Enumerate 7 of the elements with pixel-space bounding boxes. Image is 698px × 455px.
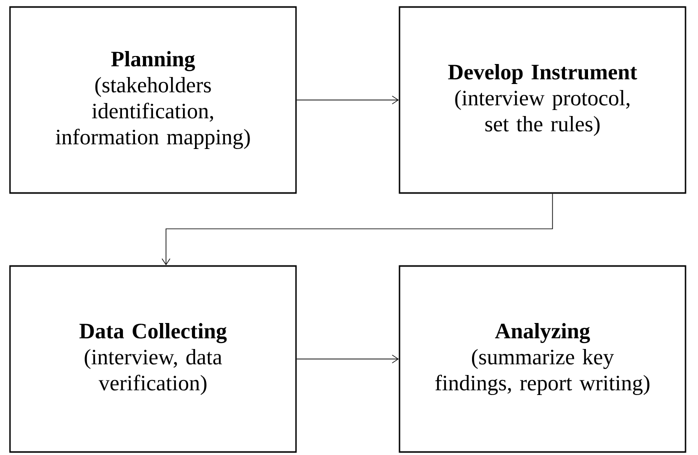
arrow: [296, 96, 399, 104]
arrow: [162, 193, 553, 266]
process-box: Analyzing (summarize key findings, report writing): [398, 265, 686, 453]
process-box: Planning (stakeholders identification, information mapping): [9, 6, 297, 194]
process-box: Develop Instrument (interview protocol, set the rules): [398, 6, 686, 194]
process-box: Data Collecting (interview, data verification): [9, 265, 297, 453]
arrow: [296, 354, 399, 364]
